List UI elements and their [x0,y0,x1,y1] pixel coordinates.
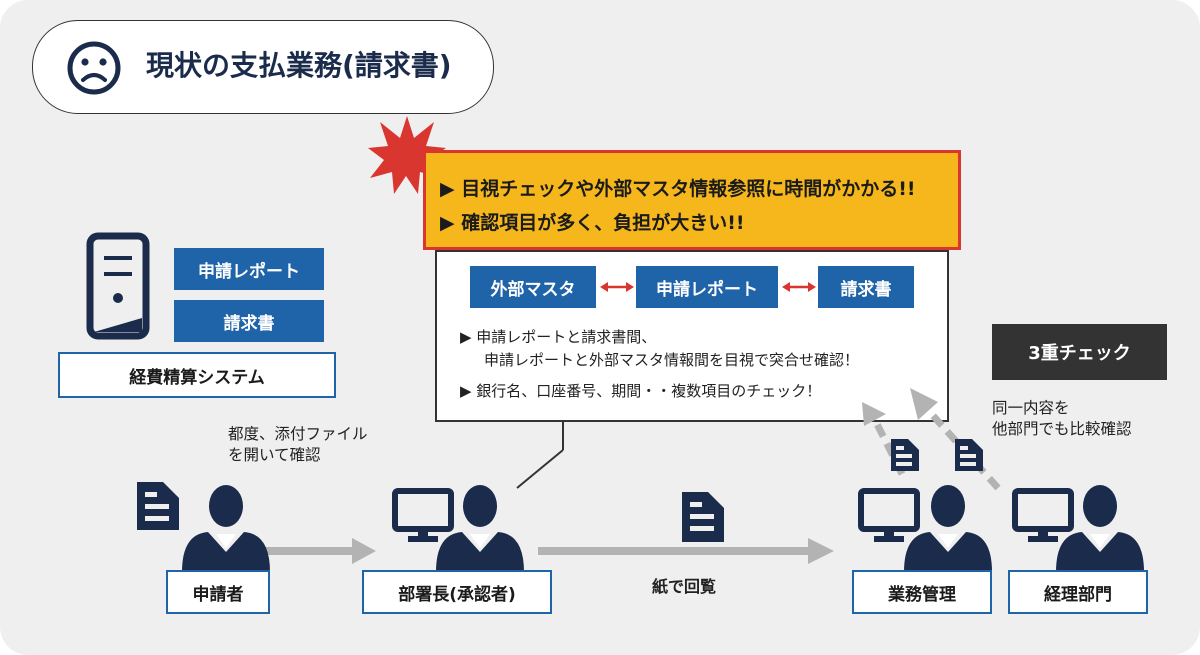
person-icon [182,485,270,572]
compare-note-2: 他部門でも比較確認 [992,420,1132,438]
callout-tail [516,422,564,489]
chip-invoice: 請求書 [818,266,914,308]
monitor-icon [392,488,454,542]
sad-face-icon [67,41,121,95]
applicant-label: 申請者 [166,570,270,614]
panel-note-3: ▶ 銀行名、口座番号、期間・・複数項目のチェック！ [460,382,822,400]
flow-arrow [264,538,376,564]
accounting-label: 経理部門 [1008,570,1148,614]
monitor-icon [1012,488,1074,542]
warning-line-1: ▶ 目視チェックや外部マスタ情報参照に時間がかかる!! [440,178,916,200]
warning-box [423,150,961,250]
person-icon [436,485,524,572]
burst-icon [368,116,446,194]
operations-label: 業務管理 [852,570,992,614]
monitor-icon [858,488,920,542]
server-icon [86,232,150,340]
attachment-note-1: 都度、添付ファイル [228,425,368,443]
document-icon [137,482,179,530]
document-icon [682,492,724,542]
warning-line-2: ▶ 確認項目が多く、負担が大きい!! [440,212,745,234]
invoice-button[interactable]: 請求書 [174,300,324,342]
application-report-button[interactable]: 申請レポート [174,248,324,290]
triple-check-badge: 3重チェック [992,324,1167,380]
document-icon [955,439,983,471]
attachment-note-2: を開いて確認 [228,446,321,464]
chip-application-report: 申請レポート [636,266,778,308]
double-arrow-icon [782,282,816,292]
panel-note-2: 申請レポートと外部マスタ情報間を目視で突合せ確認！ [484,351,860,369]
person-icon [904,485,992,572]
document-icon [891,439,919,471]
paper-circulation-label: 紙で回覧 [652,577,717,596]
expense-system-label: 経費精算システム [58,352,336,398]
double-arrow-icon [600,282,634,292]
person-icon [1056,485,1144,572]
compare-note-1: 同一内容を [992,399,1070,417]
page-title: 現状の支払業務(請求書) [146,49,452,82]
flow-arrow [538,538,834,564]
manager-label: 部署長(承認者) [362,570,552,614]
title-pill [32,20,494,114]
panel-note-1: ▶ 申請レポートと請求書間、 [460,328,657,346]
chip-external-master: 外部マスタ [470,266,596,308]
